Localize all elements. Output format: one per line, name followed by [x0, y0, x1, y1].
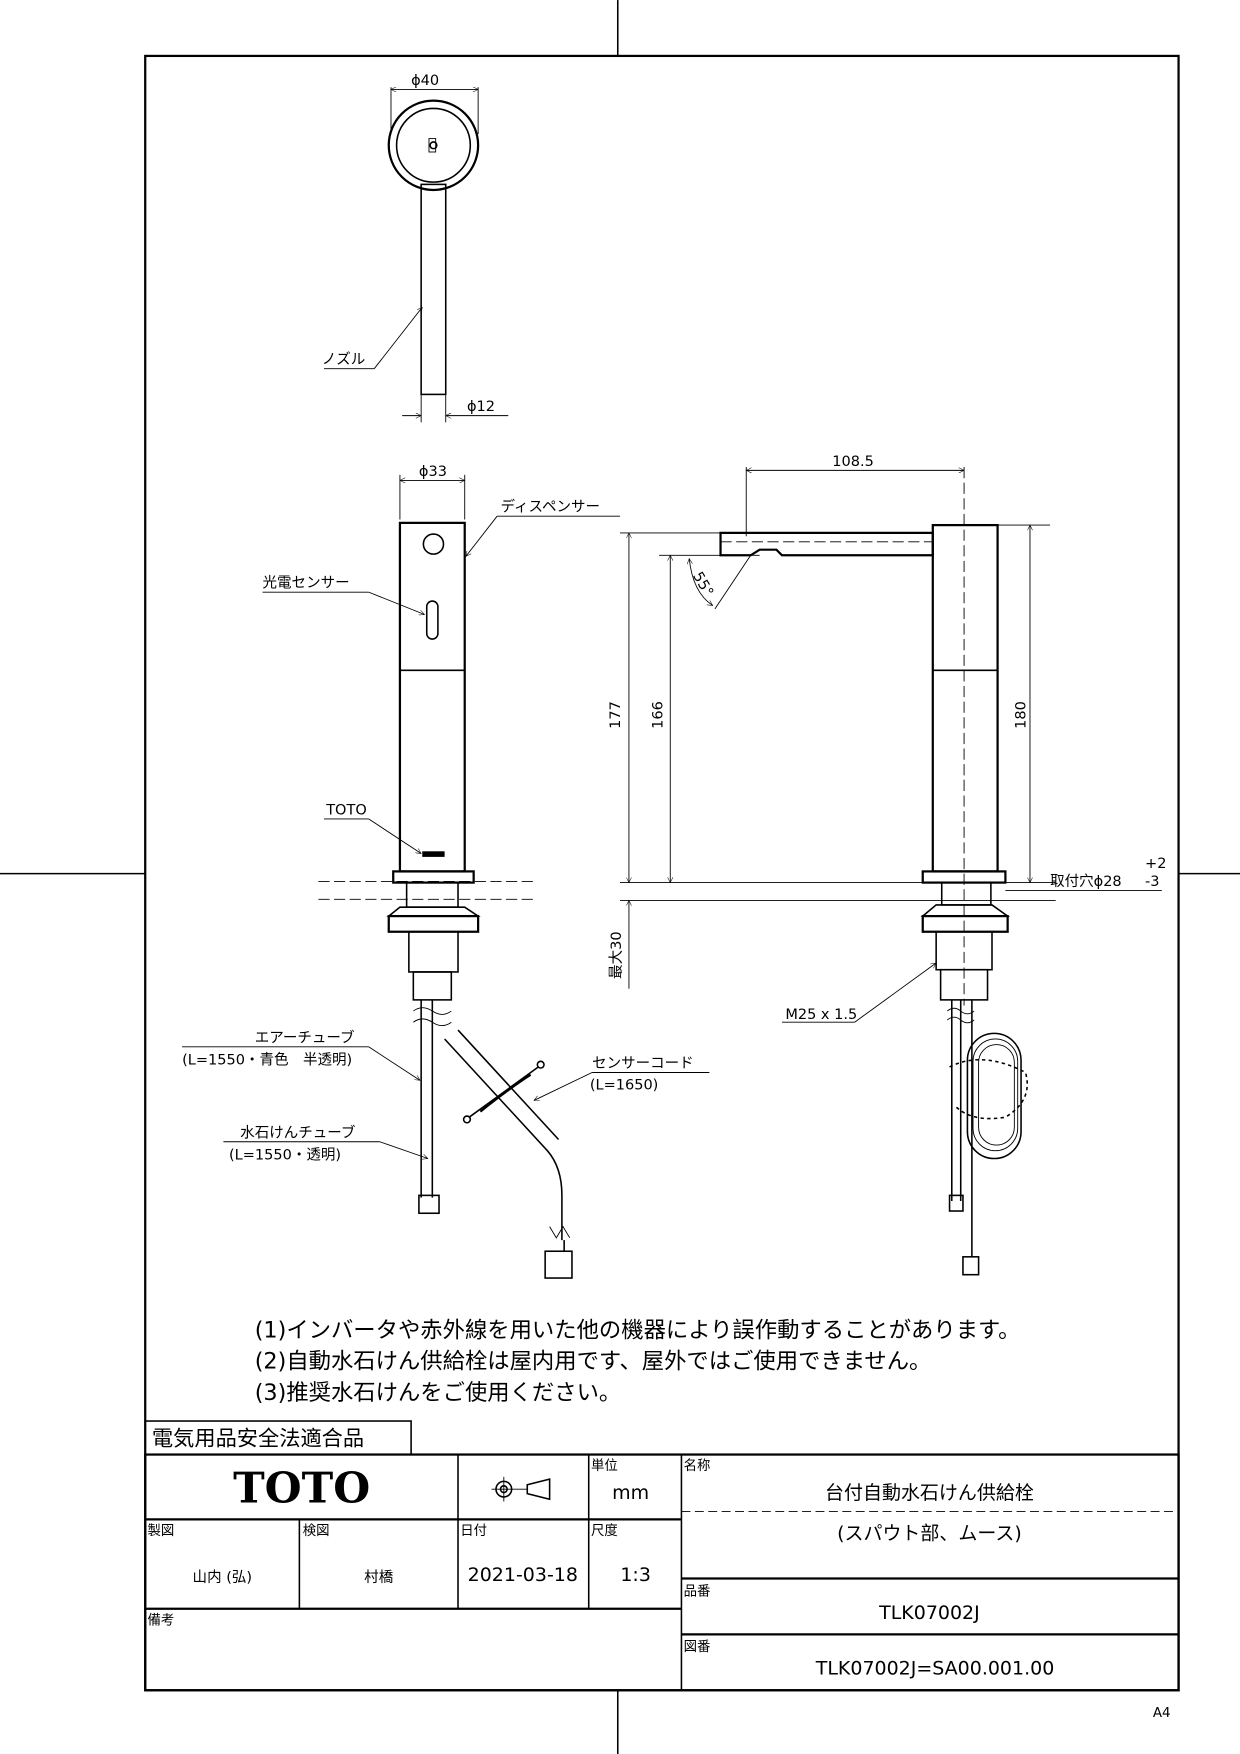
unit-value: mm	[612, 1482, 649, 1504]
dim-166: 166	[650, 701, 666, 729]
nozzle-label: ノズル	[322, 351, 366, 368]
dim-177: 177	[608, 701, 624, 729]
side-view: 108.5 177 166 180 最大30 取付穴ϕ28 +2 -3 55° …	[608, 454, 1166, 1276]
dim-dia-12: ϕ12	[467, 399, 495, 415]
title-block: TOTO 単位 mm 名称 台付自動水石けん供給栓 (スパウト部、ムース) 製図…	[144, 1453, 1180, 1692]
part-no: TLK07002J	[878, 1602, 980, 1624]
front-view: ϕ33 ディスペンサー 光電センサー TOTO エアーチューブ (L=1550・…	[182, 464, 710, 1279]
sensor-label: 光電センサー	[263, 575, 350, 592]
scale-label: 尺度	[591, 1523, 618, 1539]
dispenser-icon	[422, 533, 445, 555]
thread-spec: M25 x 1.5	[785, 1007, 857, 1023]
date-label: 日付	[460, 1523, 487, 1539]
third-angle-projection-icon	[491, 1476, 551, 1502]
checked-by: 村橋	[364, 1569, 394, 1586]
compliance-label: 電気用品安全法適合品	[152, 1427, 364, 1452]
soap-tube-spec: (L=1550・透明)	[229, 1147, 341, 1164]
date-value: 2021-03-18	[468, 1564, 578, 1586]
sensor-window	[425, 600, 439, 640]
soap-tube-label: 水石けんチューブ	[240, 1123, 356, 1141]
unit-label: 単位	[591, 1458, 618, 1474]
dim-max-30: 最大30	[608, 931, 625, 979]
remarks-label: 備考	[147, 1612, 174, 1628]
scale-value: 1:3	[620, 1564, 651, 1586]
toto-logo: TOTO	[233, 1464, 370, 1514]
note-2: (2)自動水石けん供給栓は屋内用です、屋外ではご使用できません。	[255, 1349, 932, 1375]
dim-dia-40: ϕ40	[411, 73, 439, 89]
dim-dia-33: ϕ33	[419, 464, 447, 480]
notes: (1)インバータや赤外線を用いた他の機器により誤作動することがあります。 (2)…	[255, 1317, 1021, 1406]
tolerance-minus: -3	[1145, 874, 1159, 890]
toto-logo-mark	[422, 851, 445, 857]
sensor-cord-label: センサーコード	[592, 1056, 694, 1072]
air-tube-spec: (L=1550・青色 半透明)	[182, 1052, 352, 1069]
air-tube-label: エアーチューブ	[255, 1028, 355, 1046]
product-subname: (スパウト部、ムース)	[837, 1522, 1022, 1544]
product-name: 台付自動水石けん供給栓	[825, 1482, 1034, 1504]
dispenser-label: ディスペンサー	[500, 498, 600, 516]
toto-mark-label: TOTO	[325, 802, 367, 818]
checked-label: 検図	[303, 1523, 330, 1539]
drawn-label: 製図	[147, 1523, 174, 1539]
drawing-no-label: 図番	[684, 1639, 711, 1655]
name-label: 名称	[684, 1458, 711, 1474]
note-3: (3)推奨水石けんをご使用ください。	[255, 1380, 622, 1406]
mounting-hole-label: 取付穴ϕ28	[1050, 873, 1122, 890]
tolerance-plus: +2	[1145, 856, 1166, 872]
drawing-no: TLK07002J=SA00.001.00	[815, 1658, 1055, 1680]
paper-size: A4	[1153, 1706, 1171, 1721]
top-view: ϕ40 ϕ12 ノズル	[322, 73, 509, 423]
note-1: (1)インバータや赤外線を用いた他の機器により誤作動することがあります。	[255, 1317, 1021, 1343]
drawn-by: 山内 (弘)	[193, 1569, 253, 1586]
part-no-label: 品番	[684, 1583, 711, 1599]
dim-angle-55: 55°	[689, 569, 716, 599]
dim-180: 180	[1014, 701, 1030, 729]
dim-reach: 108.5	[832, 454, 874, 470]
sensor-cord-spec: (L=1650)	[590, 1077, 659, 1093]
